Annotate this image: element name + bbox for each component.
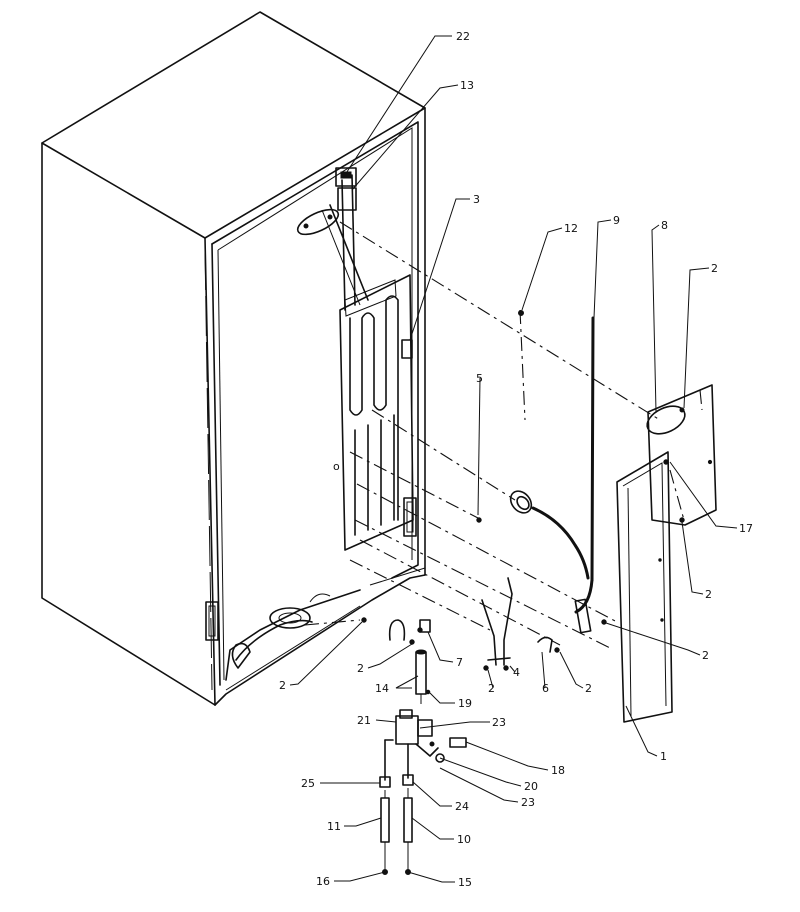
callout-17: 17 [739, 522, 753, 535]
callout-4: 4 [513, 666, 520, 679]
callout-12: 12 [564, 222, 578, 235]
callout-8: 8 [661, 219, 668, 232]
callout-6: 6 [542, 682, 549, 695]
callout-10: 10 [457, 833, 471, 846]
callout-24: 24 [455, 800, 469, 813]
water-valve-assembly [379, 649, 467, 875]
callout-7: 7 [456, 656, 463, 669]
callout-15: 15 [458, 876, 472, 889]
access-panel-small [646, 384, 717, 526]
refrigerator-cabinet [41, 11, 426, 706]
explosion-lines [304, 221, 703, 649]
access-panel-large [616, 451, 673, 723]
callout-2: 2 [711, 262, 718, 275]
callout-19: 19 [458, 697, 472, 710]
callout-2: 2 [585, 682, 592, 695]
callout-14: 14 [375, 682, 389, 695]
callout-20: 20 [524, 780, 538, 793]
callout-2: 2 [279, 679, 286, 692]
callout-2: 2 [488, 682, 495, 695]
condenser-coil: o [296, 167, 414, 551]
callout-23: 23 [521, 796, 535, 809]
callout-5: 5 [476, 372, 483, 385]
callout-2: 2 [702, 649, 709, 662]
callout-23: 23 [492, 716, 506, 729]
callout-2: 2 [357, 662, 364, 675]
callout-1: 1 [660, 750, 667, 763]
callout-3: 3 [473, 193, 480, 206]
compressor-base [225, 567, 426, 691]
callout-16: 16 [316, 875, 330, 888]
callout-21: 21 [357, 714, 371, 727]
callout-11: 11 [327, 820, 341, 833]
callout-labels: 22 13 3 12 9 8 2 5 17 2 2 2 2 7 4 2 6 2 … [279, 30, 753, 889]
callout-22: 22 [456, 30, 470, 43]
leader-lines [289, 35, 738, 883]
callout-18: 18 [551, 764, 565, 777]
callout-25: 25 [301, 777, 315, 790]
svg-text:o: o [333, 460, 340, 473]
hardware [388, 310, 685, 695]
callout-9: 9 [613, 214, 620, 227]
callout-13: 13 [460, 79, 474, 92]
power-cord [509, 316, 595, 634]
callout-2: 2 [705, 588, 712, 601]
